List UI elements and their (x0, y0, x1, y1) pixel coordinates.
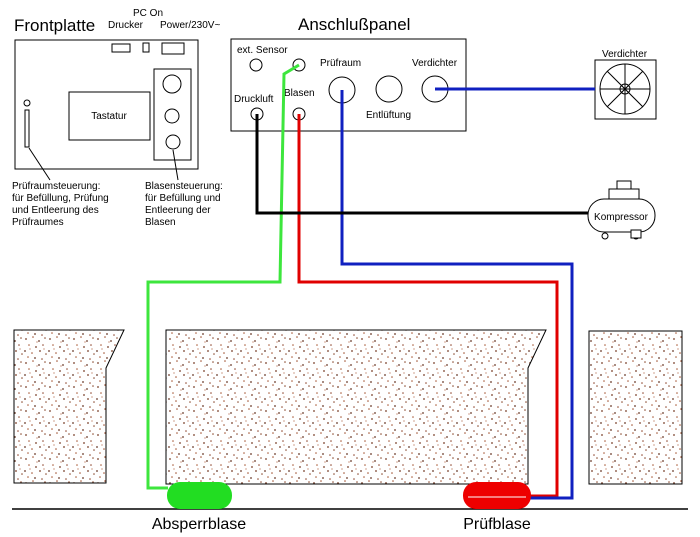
ext-sensor-label: ext. Sensor (237, 45, 288, 56)
concrete-block-left (13, 329, 125, 484)
valve-knob-2[interactable] (164, 108, 180, 124)
test-chamber-label: Prüfraum (320, 58, 361, 69)
printer-slot (111, 43, 131, 53)
valve-knob-3[interactable] (165, 134, 181, 150)
blue-line-test-chamber (340, 90, 574, 500)
compressed-air-label: Druckluft (234, 94, 274, 105)
bladders-label: Blasen (284, 88, 315, 99)
shutoff-bladder (167, 482, 232, 509)
bladder-control-text: Blasensteuerung: für Befüllung und Entle… (145, 181, 226, 228)
bladder-pointer (172, 149, 179, 181)
valve-knob-1[interactable] (162, 74, 182, 94)
concrete-block-center (165, 329, 547, 485)
keyboard-label: Tastatur (91, 111, 127, 122)
green-line (146, 63, 300, 490)
power-label: Power/230V~ (160, 20, 220, 31)
chamber-pointer (28, 147, 51, 181)
black-line-compressed-air (255, 114, 588, 215)
printer-label: Drucker (108, 20, 144, 31)
pc-on-label: PC On (133, 8, 163, 19)
chamber-slider[interactable] (24, 109, 30, 148)
red-line (297, 114, 559, 498)
compressor-icon (587, 180, 656, 240)
chamber-control-text: Prüfraumsteuerung: für Befüllung, Prüfun… (12, 181, 112, 228)
pc-on-switch[interactable] (142, 42, 150, 53)
compressor-label: Kompressor (594, 212, 649, 223)
power-socket (161, 42, 185, 55)
compressor-port-label: Verdichter (412, 58, 458, 69)
chamber-indicator (23, 99, 31, 107)
keyboard (68, 91, 151, 141)
test-bladder-label: Prüfblase (463, 516, 531, 533)
concrete-block-right (588, 330, 683, 485)
test-bladder (463, 482, 531, 509)
ext-sensor-port (249, 58, 263, 72)
shutoff-bladder-label: Absperrblase (152, 516, 246, 533)
fan-label: Verdichter (602, 49, 648, 60)
venting-label: Entlüftung (366, 110, 411, 121)
venting-port (375, 75, 403, 103)
front-panel-title: Frontplatte (14, 16, 95, 35)
connection-panel-title: Anschlußpanel (298, 15, 410, 34)
fan-icon (599, 63, 651, 115)
